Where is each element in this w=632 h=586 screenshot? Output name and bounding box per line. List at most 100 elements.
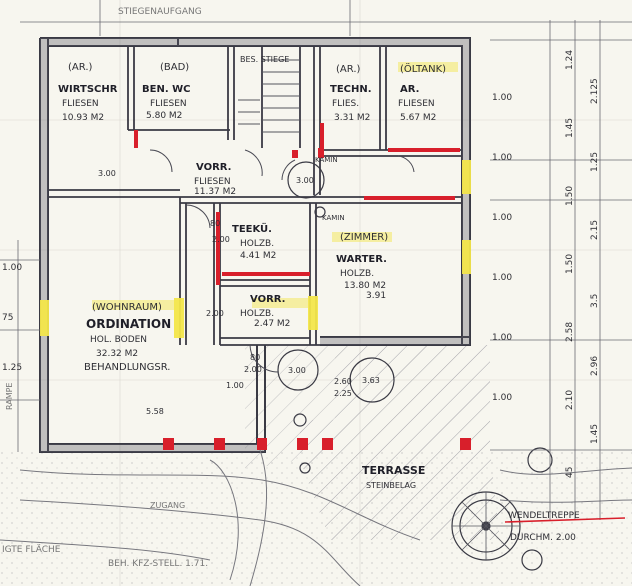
right-dim-outer: 2.10 xyxy=(565,390,575,410)
room-tag-wohnraum: (WOHNRAUM) xyxy=(92,302,162,313)
room-area-6: 4.41 M2 xyxy=(240,251,276,261)
dim-200-a: 2.00 xyxy=(212,235,230,244)
room-floor-holzb-1: HOLZB. xyxy=(240,239,274,249)
exterior-walls xyxy=(39,37,471,453)
wendeltreppe-label: WENDELTREPPE xyxy=(508,511,580,521)
terrace-floor-label: STEINBELAG xyxy=(366,481,416,490)
circle-label-363: 3.63 xyxy=(362,376,380,385)
left-dim: 1.25 xyxy=(2,363,22,373)
room-name-wartebr: WARTER. xyxy=(336,254,387,265)
circle-label-300-b: 3.00 xyxy=(288,366,306,375)
right-dim-outer: 2.125 xyxy=(590,78,600,104)
wendeltreppe-underline xyxy=(504,517,626,523)
red-wall-marks xyxy=(134,123,460,285)
room-floor-holzb-2: HOLZB. xyxy=(340,269,374,279)
room-floor-fliesen-4: FLIESEN xyxy=(194,177,231,187)
room-floor-fliesen-1: FLIESEN xyxy=(62,99,99,109)
room-floor-holzb-3: HOLZB. xyxy=(240,309,274,319)
room-floor-flies: FLIES. xyxy=(332,99,359,109)
room-name-behandlungsr: BEHANDLUNGSR. xyxy=(84,362,170,373)
stair-treads xyxy=(238,59,300,133)
left-dimension-lines xyxy=(0,240,40,452)
right-dim-inner: 1.00 xyxy=(492,213,512,223)
room-area-3: 3.31 M2 xyxy=(334,113,370,123)
right-dim-outer: 2.96 xyxy=(590,356,600,376)
room-area-5: 11.37 M2 xyxy=(194,187,236,197)
right-dim-outer: 1.50 xyxy=(565,186,575,206)
terrace-label: TERRASSE xyxy=(362,464,425,477)
room-area-4: 5.67 M2 xyxy=(400,113,436,123)
room-height-391: 3.91 xyxy=(366,291,386,301)
left-dim: 1.00 xyxy=(2,263,22,273)
kamin-label-1: KAMIN xyxy=(315,156,338,164)
room-area-8: 32.32 M2 xyxy=(96,349,138,359)
right-dimension-lines xyxy=(490,20,632,520)
kamin-label-2: KAMIN xyxy=(322,214,345,222)
room-area-2: 5.80 M2 xyxy=(146,111,182,121)
left-dimension-labels: 1.00 75 1.25 xyxy=(2,263,22,373)
wendeltreppe-size: DURCHM. 2.00 xyxy=(510,533,576,543)
dim-558: 5.58 xyxy=(146,407,164,416)
room-name-ben-wc: BEN. WC xyxy=(142,84,190,95)
red-column-marks xyxy=(163,148,471,450)
top-dimension-lines xyxy=(20,0,632,36)
bottom-left-caption: IGTE FLÄCHE xyxy=(2,544,61,555)
interior-dimension-labels: 3.00 5.58 1.00 80 2.00 80 2.00 2.60 2.25… xyxy=(98,169,352,416)
room-labels: STIEGENAUFGANG (AR.) (BAD) (AR.) (ÖLTANK… xyxy=(2,7,580,569)
room-tag-ar-2: (AR.) xyxy=(336,64,361,75)
room-name-teekue: TEEKÜ. xyxy=(232,221,272,235)
room-floor-fliesen-3: FLIESEN xyxy=(398,99,435,109)
dim-200-b: 2.00 xyxy=(244,365,262,374)
right-dim-outer: 1.45 xyxy=(590,424,600,444)
room-name-vorr: VORR. xyxy=(196,162,231,173)
right-dim-outer: 2.58 xyxy=(565,322,575,342)
right-dimension-labels: 1.24 2.125 1.45 1.25 1.50 2.15 1.50 3.5 2.58 2.96… xyxy=(492,50,600,478)
right-dim-outer: 1.25 xyxy=(590,152,600,172)
dim-100-bottom: 1.00 xyxy=(226,381,244,390)
circle-label-300-a: 3.00 xyxy=(296,176,314,185)
room-tag-ar-1: (AR.) xyxy=(68,62,93,73)
yellow-window-marks xyxy=(40,62,471,338)
room-floor-holzboden: HOL. BODEN xyxy=(90,335,147,345)
spiral-stair-spokes xyxy=(452,492,520,560)
right-dim-outer: 3.5 xyxy=(590,294,600,308)
rampe-label: RAMPE xyxy=(5,383,14,411)
bottom-caption: BEH. KFZ-STELL. 1.71. xyxy=(108,559,208,569)
dim-260: 2.60 xyxy=(334,377,352,386)
right-dim-outer: 2.15 xyxy=(590,220,600,240)
room-tag-bad: (BAD) xyxy=(160,62,189,73)
room-floor-fliesen-2: FLIESEN xyxy=(150,99,187,109)
room-tag-zimmer: (ZIMMER) xyxy=(340,232,388,243)
room-area-9: 2.47 M2 xyxy=(254,319,290,329)
room-name-ordination: ORDINATION xyxy=(86,317,171,331)
right-dim-inner: 1.00 xyxy=(492,93,512,103)
room-name-techn: TECHN. xyxy=(330,84,372,95)
garden-ground xyxy=(0,450,632,586)
room-name-ar: AR. xyxy=(400,84,419,95)
right-dim-outer: 1.45 xyxy=(565,118,575,138)
dim-225: 2.25 xyxy=(334,389,352,398)
right-dim-inner: 1.00 xyxy=(492,333,512,343)
top-caption: STIEGENAUFGANG xyxy=(118,7,202,17)
right-dim-inner: 1.00 xyxy=(492,273,512,283)
right-dim-inner: 1.00 xyxy=(492,393,512,403)
room-tag-oltank: (ÖLTANK) xyxy=(400,62,446,75)
room-name-vorr-2: VORR. xyxy=(250,294,285,305)
room-area-1: 10.93 M2 xyxy=(62,113,104,123)
right-dim-inner: 1.00 xyxy=(492,153,512,163)
zugang-label: ZUGANG xyxy=(150,501,185,510)
dim-300-left: 3.00 xyxy=(98,169,116,178)
room-name-wirtschr: WIRTSCHR xyxy=(58,84,118,95)
dim-80-a: 80 xyxy=(210,219,220,228)
right-dim-outer: 1.24 xyxy=(565,50,575,70)
site-contour-lines xyxy=(0,449,632,586)
dim-80-b: 80 xyxy=(250,353,260,362)
room-name-besstiege: BES. STIEGE xyxy=(240,55,289,64)
left-dim: 75 xyxy=(2,313,13,323)
dim-200-c: 2.00 xyxy=(206,309,224,318)
right-dim-outer: 45 xyxy=(565,467,575,478)
door-swings xyxy=(149,149,415,373)
right-dim-outer: 1.50 xyxy=(565,254,575,274)
